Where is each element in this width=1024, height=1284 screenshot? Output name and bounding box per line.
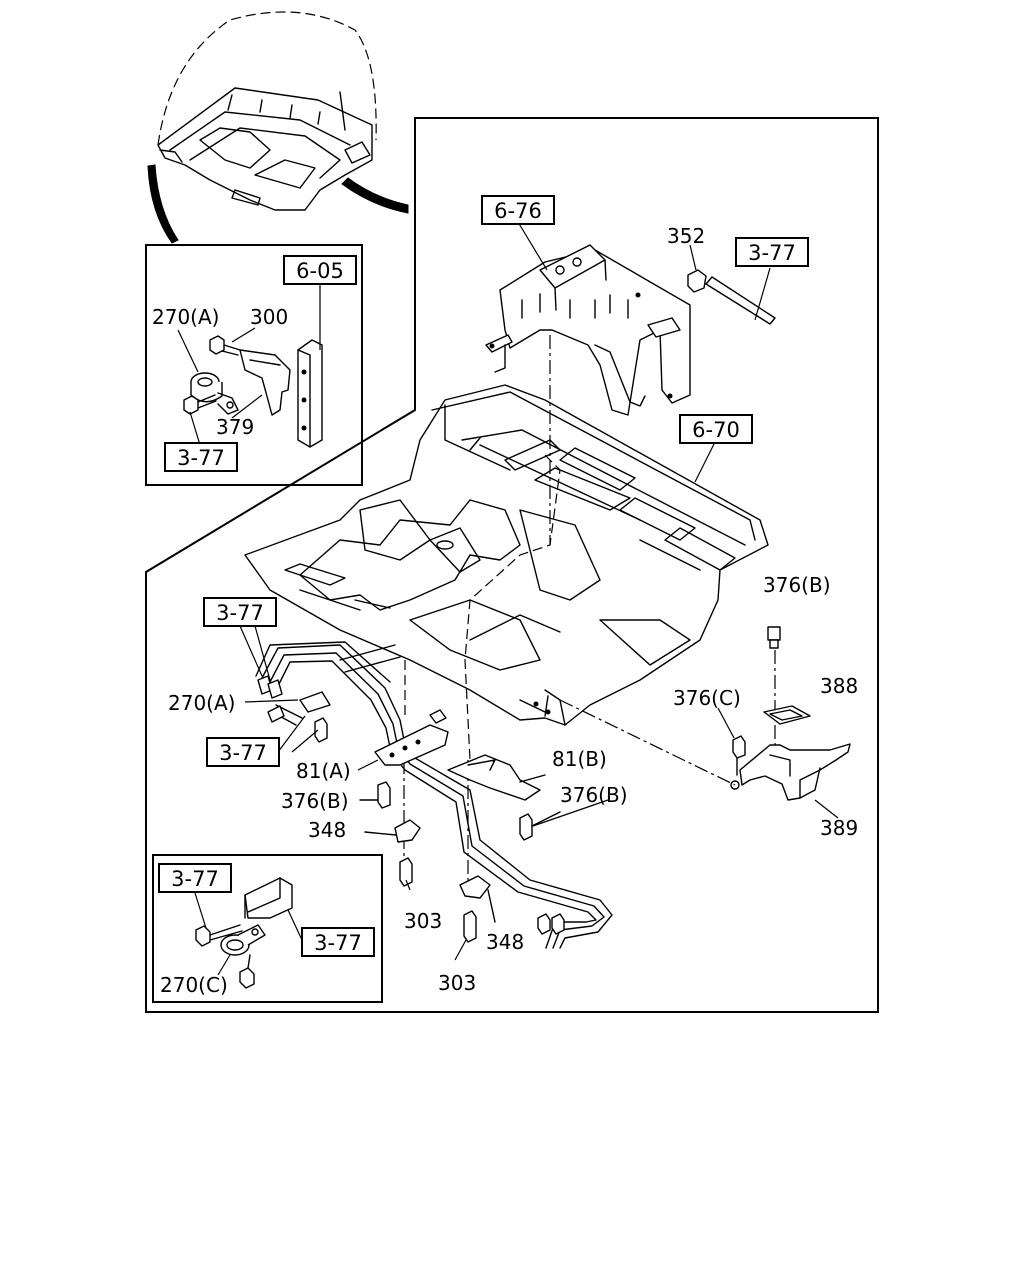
ref-box-3-77-inset[interactable]: 3-77 [164, 442, 238, 472]
label-348-left: 348 [308, 818, 346, 842]
floor-panel-6-70-illustration [244, 384, 769, 726]
ref-box-3-77-left2[interactable]: 3-77 [206, 737, 280, 767]
ref-box-3-77-left[interactable]: 3-77 [203, 597, 277, 627]
ref-text: 3-77 [216, 601, 264, 625]
label-303-left: 303 [404, 909, 442, 933]
ref-box-6-76[interactable]: 6-76 [481, 195, 555, 225]
bracket-6-76-illustration [485, 221, 691, 416]
main-frame [145, 117, 879, 1013]
ref-text: 6-70 [692, 418, 740, 442]
ref-text: 6-05 [296, 259, 344, 283]
label-376c: 376(C) [673, 686, 741, 710]
ref-box-3-77-top[interactable]: 3-77 [735, 237, 809, 267]
label-270a-inset: 270(A) [152, 305, 219, 329]
bracket-389-illustration [717, 626, 851, 819]
ref-text: 3-77 [748, 241, 796, 265]
label-300: 300 [250, 305, 288, 329]
label-270a: 270(A) [168, 691, 235, 715]
alignment-lines [403, 335, 776, 890]
label-348-middle: 348 [486, 930, 524, 954]
inset-clamp-detail [145, 244, 363, 486]
inset-frame-bottom [152, 854, 383, 1003]
label-379: 379 [216, 415, 254, 439]
ref-text: 3-77 [314, 931, 362, 955]
label-388: 388 [820, 674, 858, 698]
ref-box-6-05[interactable]: 6-05 [283, 255, 357, 285]
ref-text: 3-77 [171, 867, 219, 891]
ref-box-3-77-bottom-2[interactable]: 3-77 [301, 927, 375, 957]
ref-text: 3-77 [219, 741, 267, 765]
ref-box-3-77-bottom-1[interactable]: 3-77 [158, 863, 232, 893]
label-389: 389 [820, 816, 858, 840]
label-81a: 81(A) [296, 759, 351, 783]
ref-box-6-70[interactable]: 6-70 [679, 414, 753, 444]
bolt-352-and-rod [687, 244, 776, 325]
label-352: 352 [667, 224, 705, 248]
ref-text: 3-77 [177, 446, 225, 470]
label-270c: 270(C) [160, 973, 228, 997]
label-376b-left: 376(B) [281, 789, 349, 813]
label-376b-middle: 376(B) [560, 783, 628, 807]
label-376b-right: 376(B) [763, 573, 831, 597]
inset-frame [145, 244, 363, 486]
cab-overview-illustration [147, 11, 409, 244]
ref-text: 6-76 [494, 199, 542, 223]
label-303-middle: 303 [438, 971, 476, 995]
brake-pipe-illustration [239, 625, 613, 961]
inset-clamp-270c-detail [152, 854, 383, 1003]
label-81b: 81(B) [552, 747, 607, 771]
